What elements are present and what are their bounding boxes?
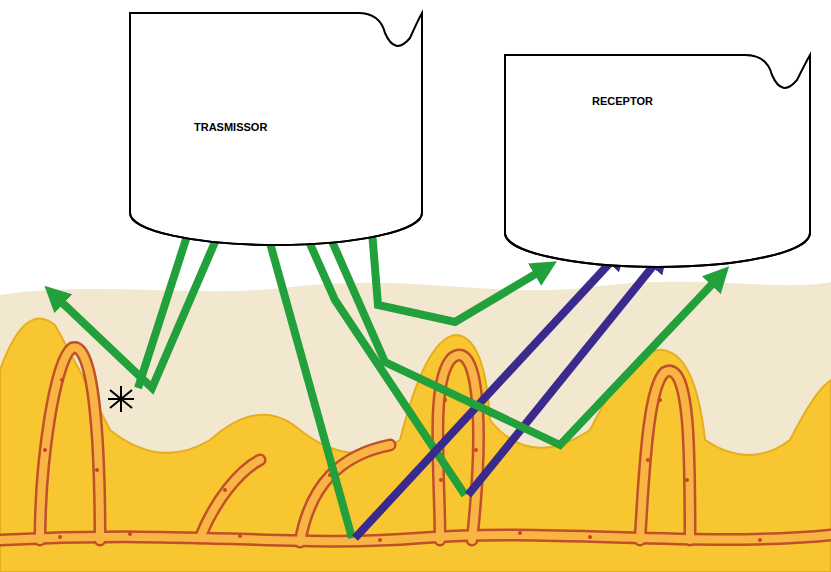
housing-outline <box>505 50 810 268</box>
transmitter-housing: TRASMISSOR <box>130 8 422 248</box>
scatter-star <box>108 386 134 412</box>
dermis <box>0 318 831 572</box>
device-label: TRASMISSOR <box>192 120 269 134</box>
device-label: RECEPTOR <box>590 94 655 108</box>
housing-outline <box>130 8 422 248</box>
receptor-housing: RECEPTOR <box>505 50 810 268</box>
